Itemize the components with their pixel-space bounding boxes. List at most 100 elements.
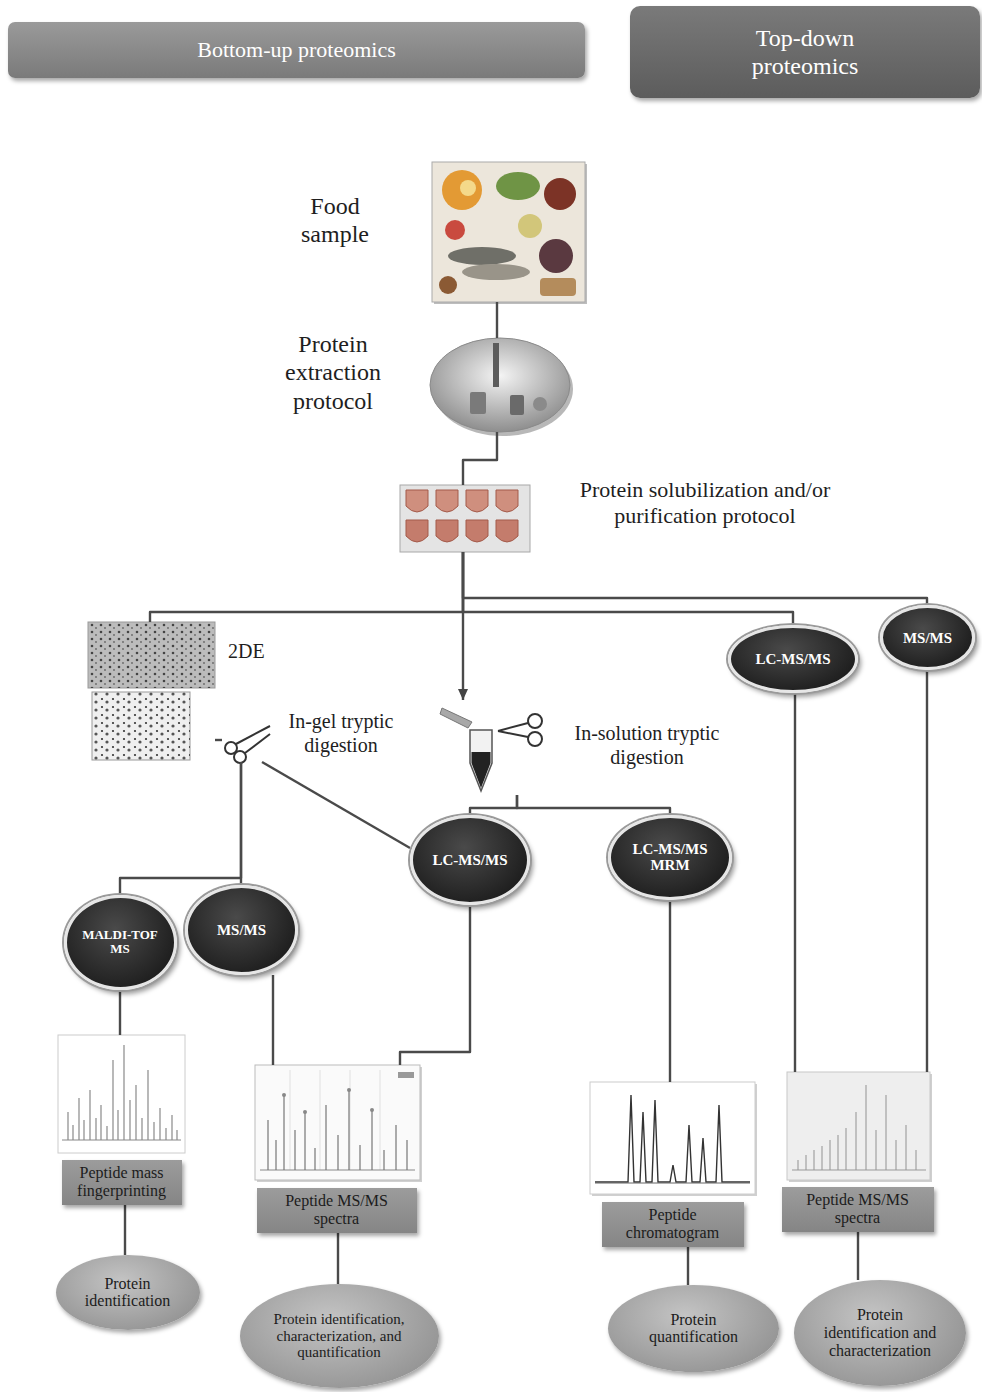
berry-bowl bbox=[544, 178, 576, 210]
connector-line bbox=[119, 990, 121, 1035]
spectrum-panel: Peptide chromatogram bbox=[590, 1082, 755, 1247]
step-label: Protein extraction protocol bbox=[265, 330, 401, 415]
peak-marker bbox=[282, 1093, 286, 1097]
connector-line bbox=[470, 795, 517, 815]
result-label: Protein identification, characterization… bbox=[266, 1311, 412, 1361]
tube bbox=[406, 520, 428, 542]
connector-line bbox=[240, 762, 242, 885]
tube-liquid bbox=[472, 752, 491, 788]
connector-line bbox=[687, 1247, 689, 1285]
result-ellipse: Protein identification and characterizat… bbox=[794, 1280, 966, 1386]
fish bbox=[462, 264, 530, 280]
mass-spectrum bbox=[58, 1035, 185, 1153]
spectrum-label: Peptide MS/MS spectra bbox=[788, 1191, 928, 1228]
spectrum-label: Peptide MS/MS spectra bbox=[263, 1192, 411, 1229]
band-title: Top-down proteomics bbox=[720, 24, 890, 81]
oval-text-holder: Protein identification, characterization… bbox=[266, 1311, 412, 1362]
spectrum-axis bbox=[792, 1170, 926, 1171]
ms-method-oval: LC-MS/MS bbox=[728, 625, 858, 693]
gel bbox=[92, 692, 190, 760]
tube bbox=[466, 490, 488, 512]
spectrum-peaks bbox=[798, 1085, 916, 1170]
spectrum-panel: Peptide MS/MS spectra bbox=[253, 1065, 420, 1233]
connector bbox=[262, 762, 410, 848]
spectrum-space bbox=[590, 1082, 755, 1197]
connector bbox=[120, 762, 241, 895]
nuts bbox=[439, 276, 457, 294]
tube bbox=[406, 490, 428, 512]
spectrum-peaks bbox=[268, 1090, 407, 1170]
connector-line bbox=[400, 905, 470, 1065]
spectrum-ground bbox=[58, 1035, 185, 1153]
oval-text-holder: LC-MS/MS MRM bbox=[626, 841, 714, 875]
method-label: MS/MS bbox=[903, 630, 952, 647]
step-label: In-gel tryptic digestion bbox=[275, 710, 407, 757]
photo-ground bbox=[432, 162, 585, 302]
arrowhead bbox=[458, 689, 468, 700]
connector bbox=[517, 795, 670, 815]
result-label: Protein identification bbox=[76, 1275, 179, 1311]
spectrum-panel: Peptide MS/MS spectra bbox=[780, 1072, 935, 1232]
step-label: Food sample bbox=[280, 192, 390, 249]
spectrum-grid bbox=[290, 1070, 380, 1170]
connector-line bbox=[496, 302, 498, 338]
gel-image: 2DE bbox=[88, 622, 215, 760]
spectrum-axis bbox=[62, 1140, 181, 1141]
oval-text-holder: LC-MS/MS bbox=[433, 851, 508, 869]
connector bbox=[858, 1232, 859, 1280]
connector bbox=[463, 432, 497, 485]
peak-marker bbox=[370, 1108, 374, 1112]
method-label: MS/MS bbox=[217, 922, 266, 939]
cheese bbox=[518, 214, 542, 238]
scissors-symbol bbox=[225, 726, 270, 763]
tube-rack-image: Protein solubilization and/or purificati… bbox=[400, 485, 530, 552]
connector-line bbox=[150, 552, 463, 622]
tube bbox=[470, 730, 492, 791]
lemon-slice bbox=[460, 180, 476, 196]
spectrum-ground bbox=[787, 1072, 930, 1180]
step-label: 2DE bbox=[228, 640, 298, 664]
spectrum-ground bbox=[255, 1065, 420, 1180]
connector bbox=[688, 1247, 689, 1285]
oval-text-holder: MALDI-TOF MS bbox=[81, 928, 160, 957]
tube-rack-photo bbox=[400, 485, 530, 552]
oval-text-holder: Protein identification bbox=[76, 1275, 179, 1311]
spectrum-panel: Peptide mass fingerprinting bbox=[58, 1035, 185, 1205]
connector bbox=[150, 552, 463, 622]
connector-line bbox=[262, 762, 410, 848]
connector bbox=[463, 552, 793, 625]
topdown-spectrum bbox=[787, 1072, 932, 1182]
pipette-tip bbox=[440, 708, 472, 728]
method-label: LC-MS/MS bbox=[756, 651, 831, 668]
scissors-icon: In-gel tryptic digestion bbox=[222, 722, 272, 762]
connector-line bbox=[926, 670, 928, 1072]
connector bbox=[125, 1205, 126, 1255]
scissors-blade bbox=[498, 731, 528, 737]
connector-line bbox=[215, 739, 222, 741]
connector bbox=[795, 693, 796, 1072]
vial bbox=[533, 397, 547, 411]
connector bbox=[338, 1233, 339, 1284]
peak-marker bbox=[303, 1110, 307, 1114]
oval-text-holder: MS/MS bbox=[903, 629, 952, 647]
ms-method-oval: LC-MS/MS MRM bbox=[608, 815, 732, 900]
spectrum-label: Peptide mass fingerprinting bbox=[68, 1164, 176, 1201]
oval-text-holder: Protein quantification bbox=[632, 1311, 756, 1347]
gel-spots bbox=[92, 692, 190, 760]
connector bbox=[215, 740, 222, 741]
grapes bbox=[539, 239, 573, 273]
connector-line bbox=[463, 552, 793, 625]
method-label: LC-MS/MS bbox=[433, 852, 508, 869]
connector-line bbox=[120, 762, 241, 895]
spectrum-legend bbox=[398, 1072, 414, 1078]
spectrum-axis bbox=[595, 1183, 750, 1184]
tube bbox=[436, 490, 458, 512]
tomato bbox=[445, 220, 465, 240]
connector bbox=[273, 975, 274, 1065]
scissors-loop bbox=[528, 714, 542, 728]
extraction-disc bbox=[430, 338, 570, 432]
label-box: Peptide MS/MS spectra bbox=[257, 1188, 417, 1233]
digestion-tube-symbol bbox=[440, 708, 542, 791]
chromatogram-trace bbox=[595, 1095, 750, 1182]
